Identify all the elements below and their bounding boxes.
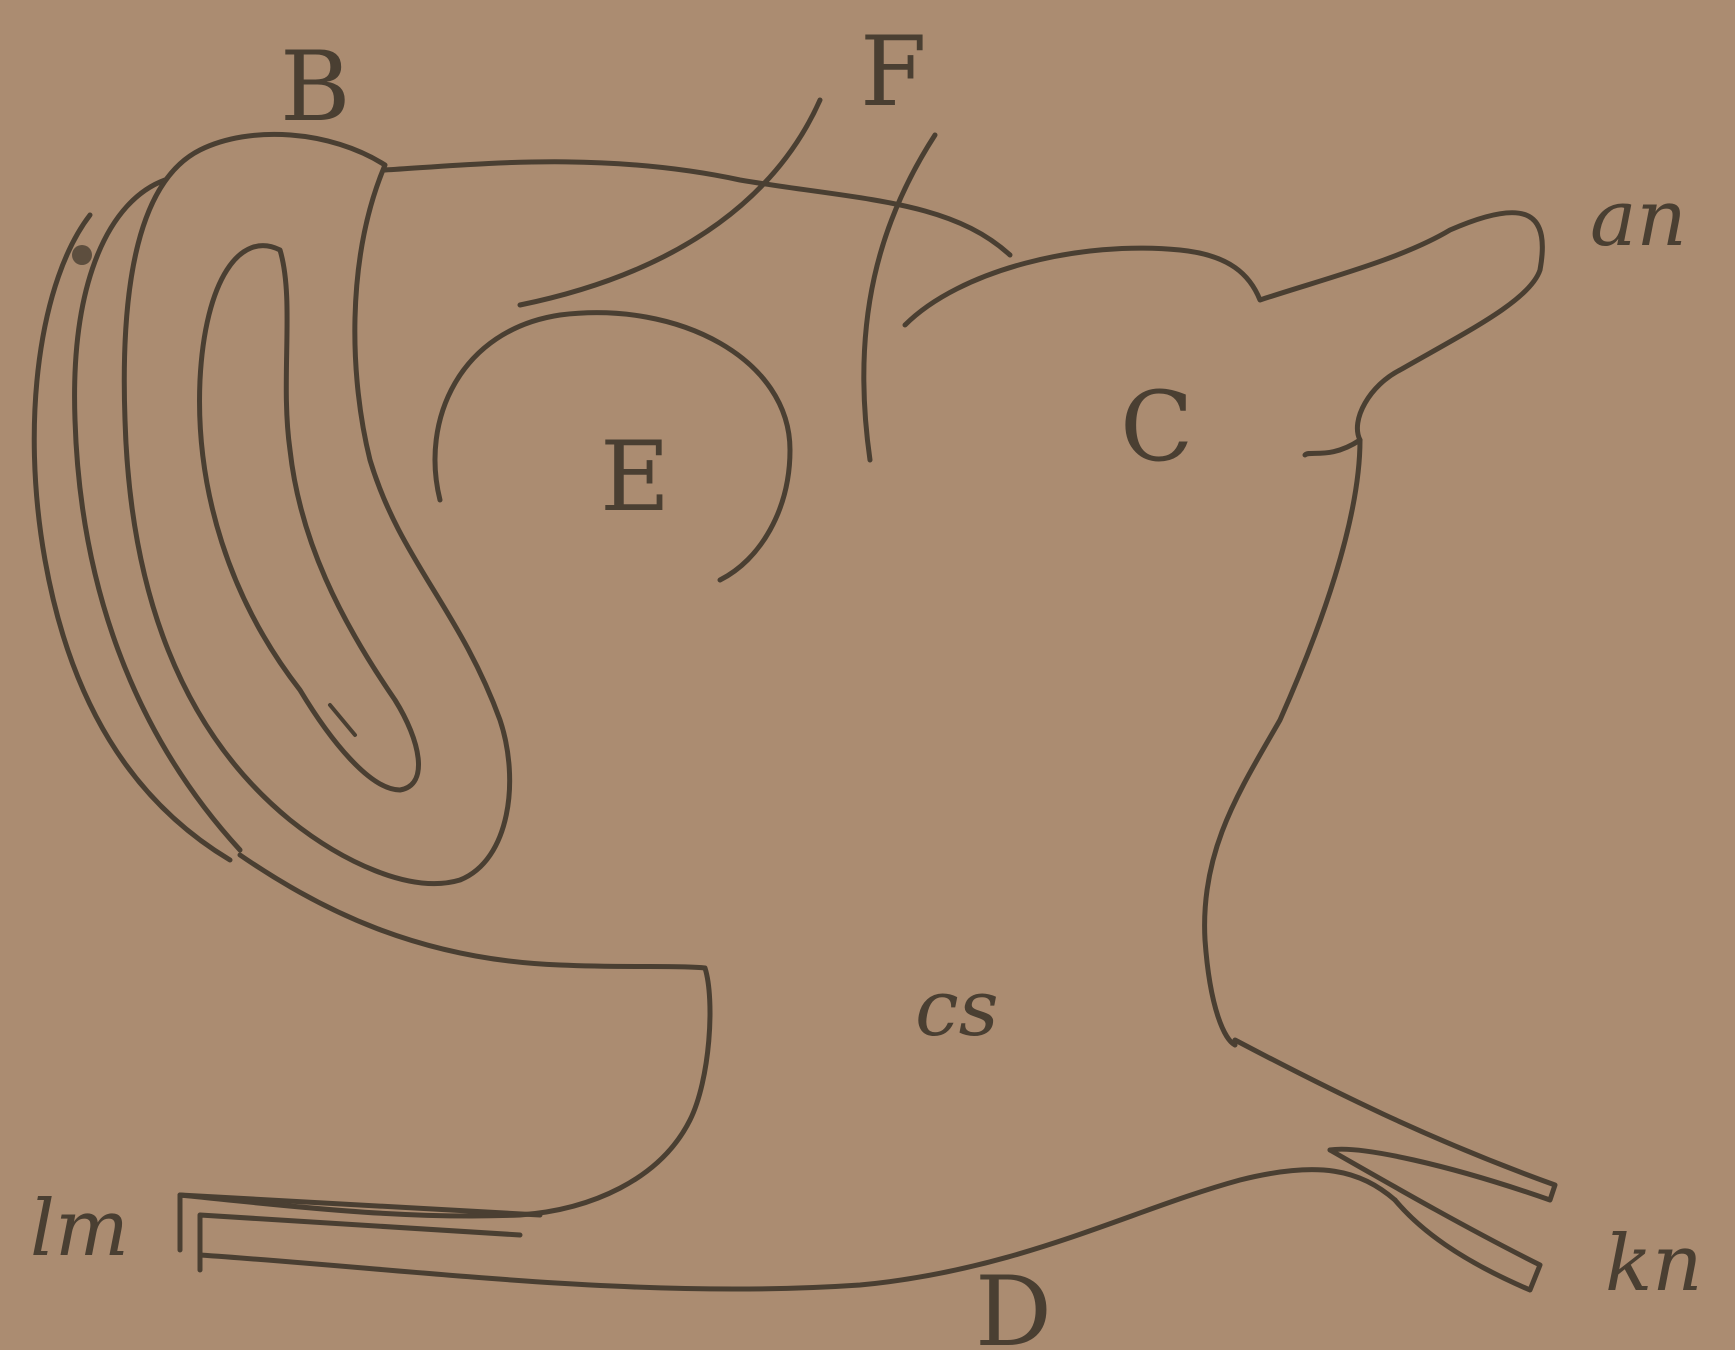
label-cs: cs	[915, 964, 999, 1054]
label-d: D	[975, 1256, 1052, 1350]
label-lm: lm	[30, 1184, 129, 1274]
label-an: an	[1590, 174, 1687, 264]
label-c: C	[1120, 371, 1193, 483]
label-e: E	[600, 421, 670, 533]
label-f: F	[860, 16, 927, 128]
label-b: B	[280, 31, 351, 143]
ink-smudge	[72, 245, 92, 265]
label-kn: kn	[1605, 1219, 1703, 1309]
